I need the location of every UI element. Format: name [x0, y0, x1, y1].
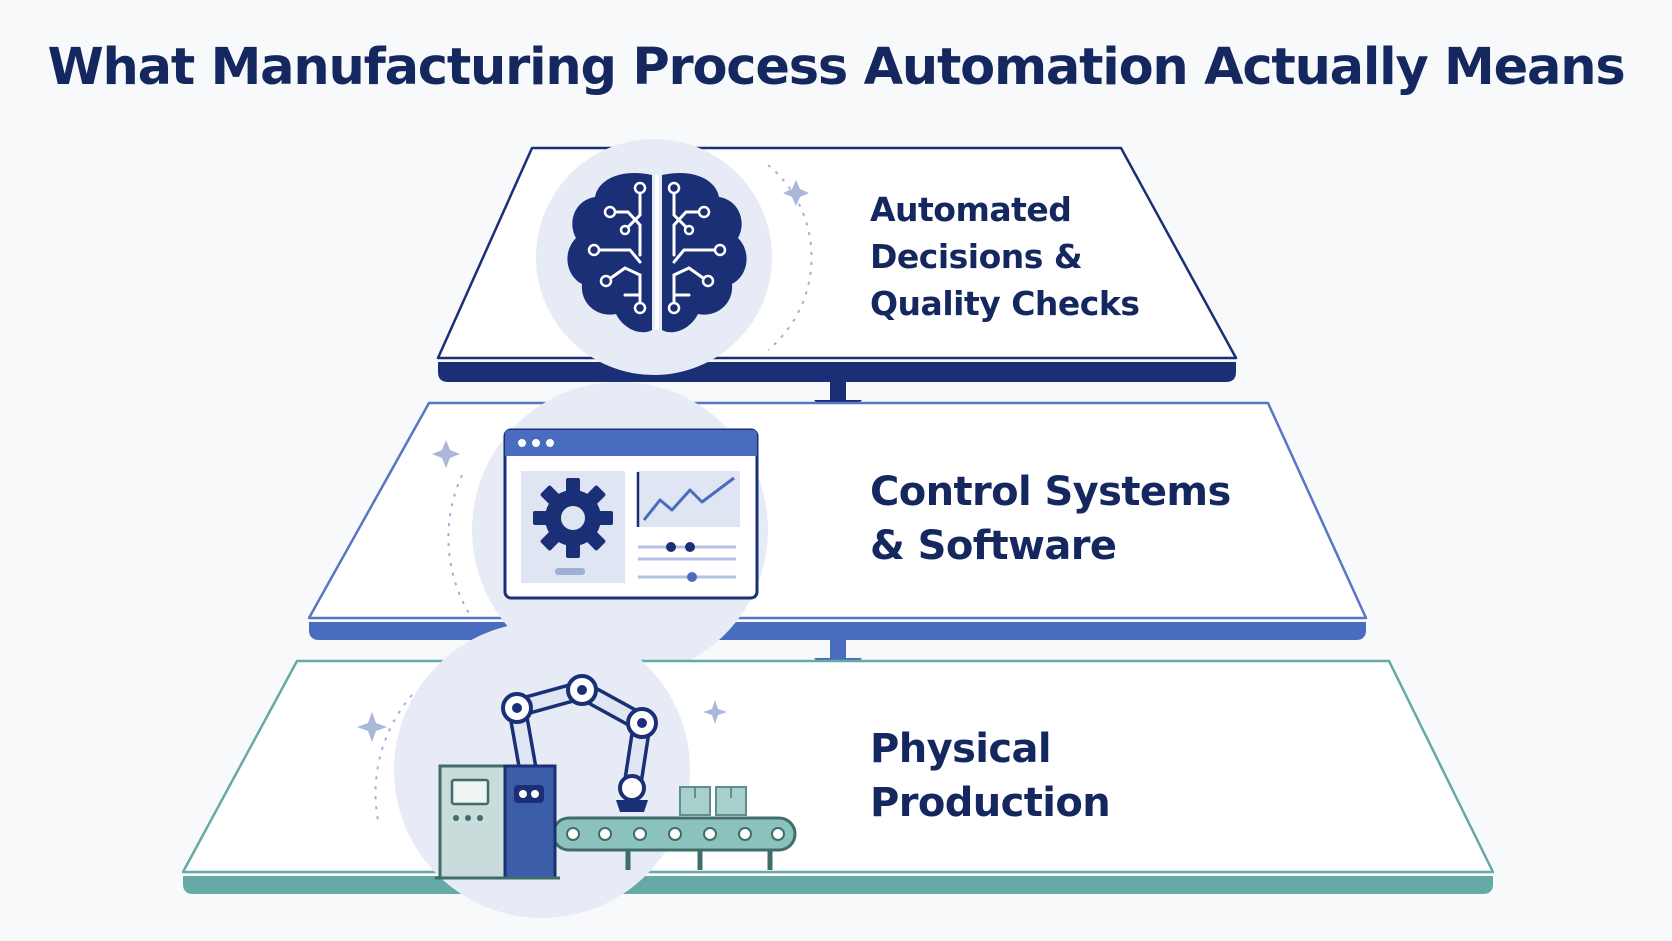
- label-line: Production: [870, 780, 1111, 826]
- robot-arm-conveyor-icon: [435, 674, 797, 880]
- layer-control: [307, 382, 1368, 678]
- box-icon: [679, 786, 747, 816]
- layer-physical: [181, 622, 1495, 918]
- label-line: Automated: [870, 190, 1072, 229]
- robot-arm-icon: [501, 674, 658, 812]
- page-title: What Manufacturing Process Automation Ac…: [47, 38, 1626, 97]
- label-line: Physical: [870, 726, 1052, 772]
- brain-circuit-icon: [567, 172, 747, 333]
- label-line: Quality Checks: [870, 284, 1140, 323]
- label-line: Decisions &: [870, 237, 1083, 276]
- layer-control-label: Control Systems & Software: [870, 465, 1231, 573]
- label-line: Control Systems: [870, 469, 1231, 515]
- layer-physical-label: Physical Production: [870, 722, 1111, 830]
- gear-icon: [533, 478, 613, 558]
- machine-cabinet-icon: [435, 764, 560, 880]
- dashboard-window-icon: [503, 428, 759, 600]
- layer-decisions: [436, 139, 1238, 382]
- layer-physical-panel: [181, 659, 1495, 874]
- line-graph-icon: [642, 476, 735, 521]
- label-line: & Software: [870, 523, 1117, 569]
- layer-decisions-label: Automated Decisions & Quality Checks: [870, 186, 1140, 327]
- conveyor-belt-icon: [551, 816, 797, 870]
- slider-controls: [638, 542, 736, 582]
- layer-physical-base: [183, 876, 1493, 894]
